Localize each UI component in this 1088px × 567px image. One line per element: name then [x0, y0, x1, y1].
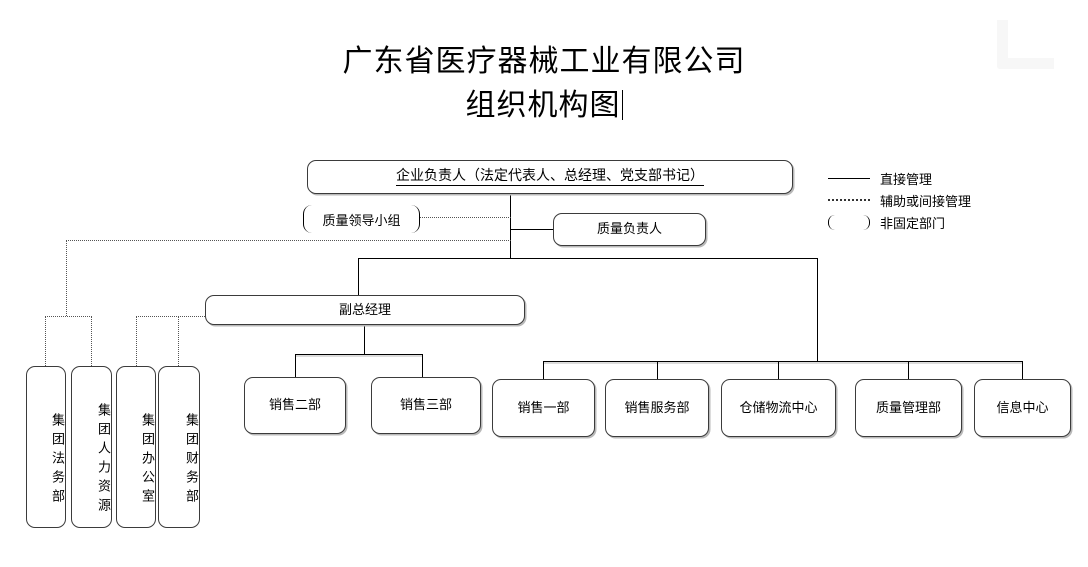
connector-group-dept-bus-dotted: [66, 240, 511, 241]
node-top-executive-label: 企业负责人（法定代表人、总经理、党支部书记）: [396, 168, 704, 186]
connector-quality-group-dotted: [420, 217, 511, 218]
node-information-center-label: 信息中心: [996, 400, 1049, 416]
connector-drop-to-right-bus: [817, 258, 818, 361]
node-sales-service-dept-label: 销售服务部: [624, 400, 690, 416]
connector-deputy-drop: [364, 325, 365, 354]
connector-drop-sales-service: [657, 361, 658, 379]
node-sales-dept-3-label: 销售三部: [399, 398, 452, 413]
legend-item-direct: 直接管理: [826, 167, 1076, 189]
connector-drop-info-center: [1022, 361, 1023, 379]
connector-trunk-main: [510, 194, 511, 258]
node-group-finance-dept-label: 集团财务部: [183, 412, 198, 508]
title-line-subtitle: 组织机构图: [466, 84, 623, 128]
title-subtitle-text: 组织机构图: [465, 88, 621, 123]
bracket-icon: [826, 214, 872, 230]
legend-label-direct: 直接管理: [880, 172, 933, 188]
node-sales-dept-1[interactable]: 销售一部: [492, 379, 595, 437]
connector-drop-quality-mgmt: [908, 361, 909, 379]
legend-label-indirect: 辅助或间接管理: [880, 194, 972, 210]
connector-dept-bus-a-dotted: [45, 316, 92, 317]
connector-drop-sales2: [295, 354, 296, 377]
node-top-executive[interactable]: 企业负责人（法定代表人、总经理、党支部书记）: [307, 160, 793, 194]
connector-dept-drop-finance-dotted: [178, 316, 179, 366]
node-group-legal-dept-label: 集团法务部: [49, 412, 64, 508]
connector-drop-warehouse: [778, 361, 779, 379]
text-cursor: [621, 90, 623, 120]
legend: 直接管理 辅助或间接管理 非固定部门: [826, 167, 1076, 233]
node-quality-leadership-group-label: 质量领导小组: [322, 213, 401, 229]
node-sales-dept-2[interactable]: 销售二部: [244, 377, 346, 434]
connector-drop-sales1: [543, 361, 544, 379]
node-group-hr-dept[interactable]: 集团人力资源: [71, 366, 112, 528]
node-group-office-dept[interactable]: 集团办公室: [116, 366, 156, 528]
solid-line-icon: [826, 177, 872, 179]
node-group-office-dept-label: 集团办公室: [139, 412, 154, 508]
connector-right-bus: [543, 361, 1022, 362]
legend-item-nonfixed: 非固定部门: [826, 211, 1076, 233]
legend-item-indirect: 辅助或间接管理: [826, 189, 1076, 211]
node-quality-management-dept[interactable]: 质量管理部: [855, 379, 962, 437]
node-sales-dept-2-label: 销售二部: [268, 398, 321, 413]
node-sales-dept-1-label: 销售一部: [517, 400, 570, 416]
node-group-legal-dept[interactable]: 集团法务部: [26, 366, 66, 528]
dotted-line-icon: [826, 199, 872, 201]
node-group-hr-dept-label: 集团人力资源: [95, 403, 110, 517]
node-quality-head-label: 质量负责人: [596, 222, 662, 237]
connector-deputy-bus: [295, 354, 423, 355]
connector-dept-drop-legal-dotted: [45, 316, 46, 366]
node-group-finance-dept[interactable]: 集团财务部: [158, 366, 200, 528]
connector-main-bus: [358, 258, 818, 259]
connector-drop-sales3: [422, 354, 423, 377]
node-quality-leadership-group[interactable]: 质量领导小组: [303, 205, 420, 233]
connector-group-dept-drop-dotted: [66, 240, 67, 316]
legend-label-nonfixed: 非固定部门: [880, 216, 946, 232]
node-deputy-general-manager-label: 副总经理: [338, 302, 391, 318]
node-quality-head[interactable]: 质量负责人: [553, 213, 706, 246]
node-quality-management-dept-label: 质量管理部: [875, 400, 941, 416]
node-deputy-general-manager[interactable]: 副总经理: [205, 295, 525, 325]
node-information-center[interactable]: 信息中心: [974, 379, 1071, 437]
connector-drop-to-deputy: [358, 258, 359, 295]
node-sales-dept-3[interactable]: 销售三部: [371, 377, 481, 434]
node-warehouse-logistics-center[interactable]: 仓储物流中心: [721, 379, 836, 437]
connector-dept-drop-office-dotted: [136, 316, 137, 366]
node-sales-service-dept[interactable]: 销售服务部: [605, 379, 709, 437]
connector-to-quality-head: [510, 229, 555, 230]
node-warehouse-logistics-center-label: 仓储物流中心: [739, 400, 818, 416]
page-corner-mark: [997, 20, 1054, 69]
connector-dept-drop-hr-dotted: [91, 316, 92, 366]
connector-dept-bus-b-dotted: [136, 316, 205, 317]
chart-title: 广东省医疗器械工业有限公司 组织机构图: [0, 40, 1088, 128]
title-line-company: 广东省医疗器械工业有限公司: [342, 44, 746, 79]
